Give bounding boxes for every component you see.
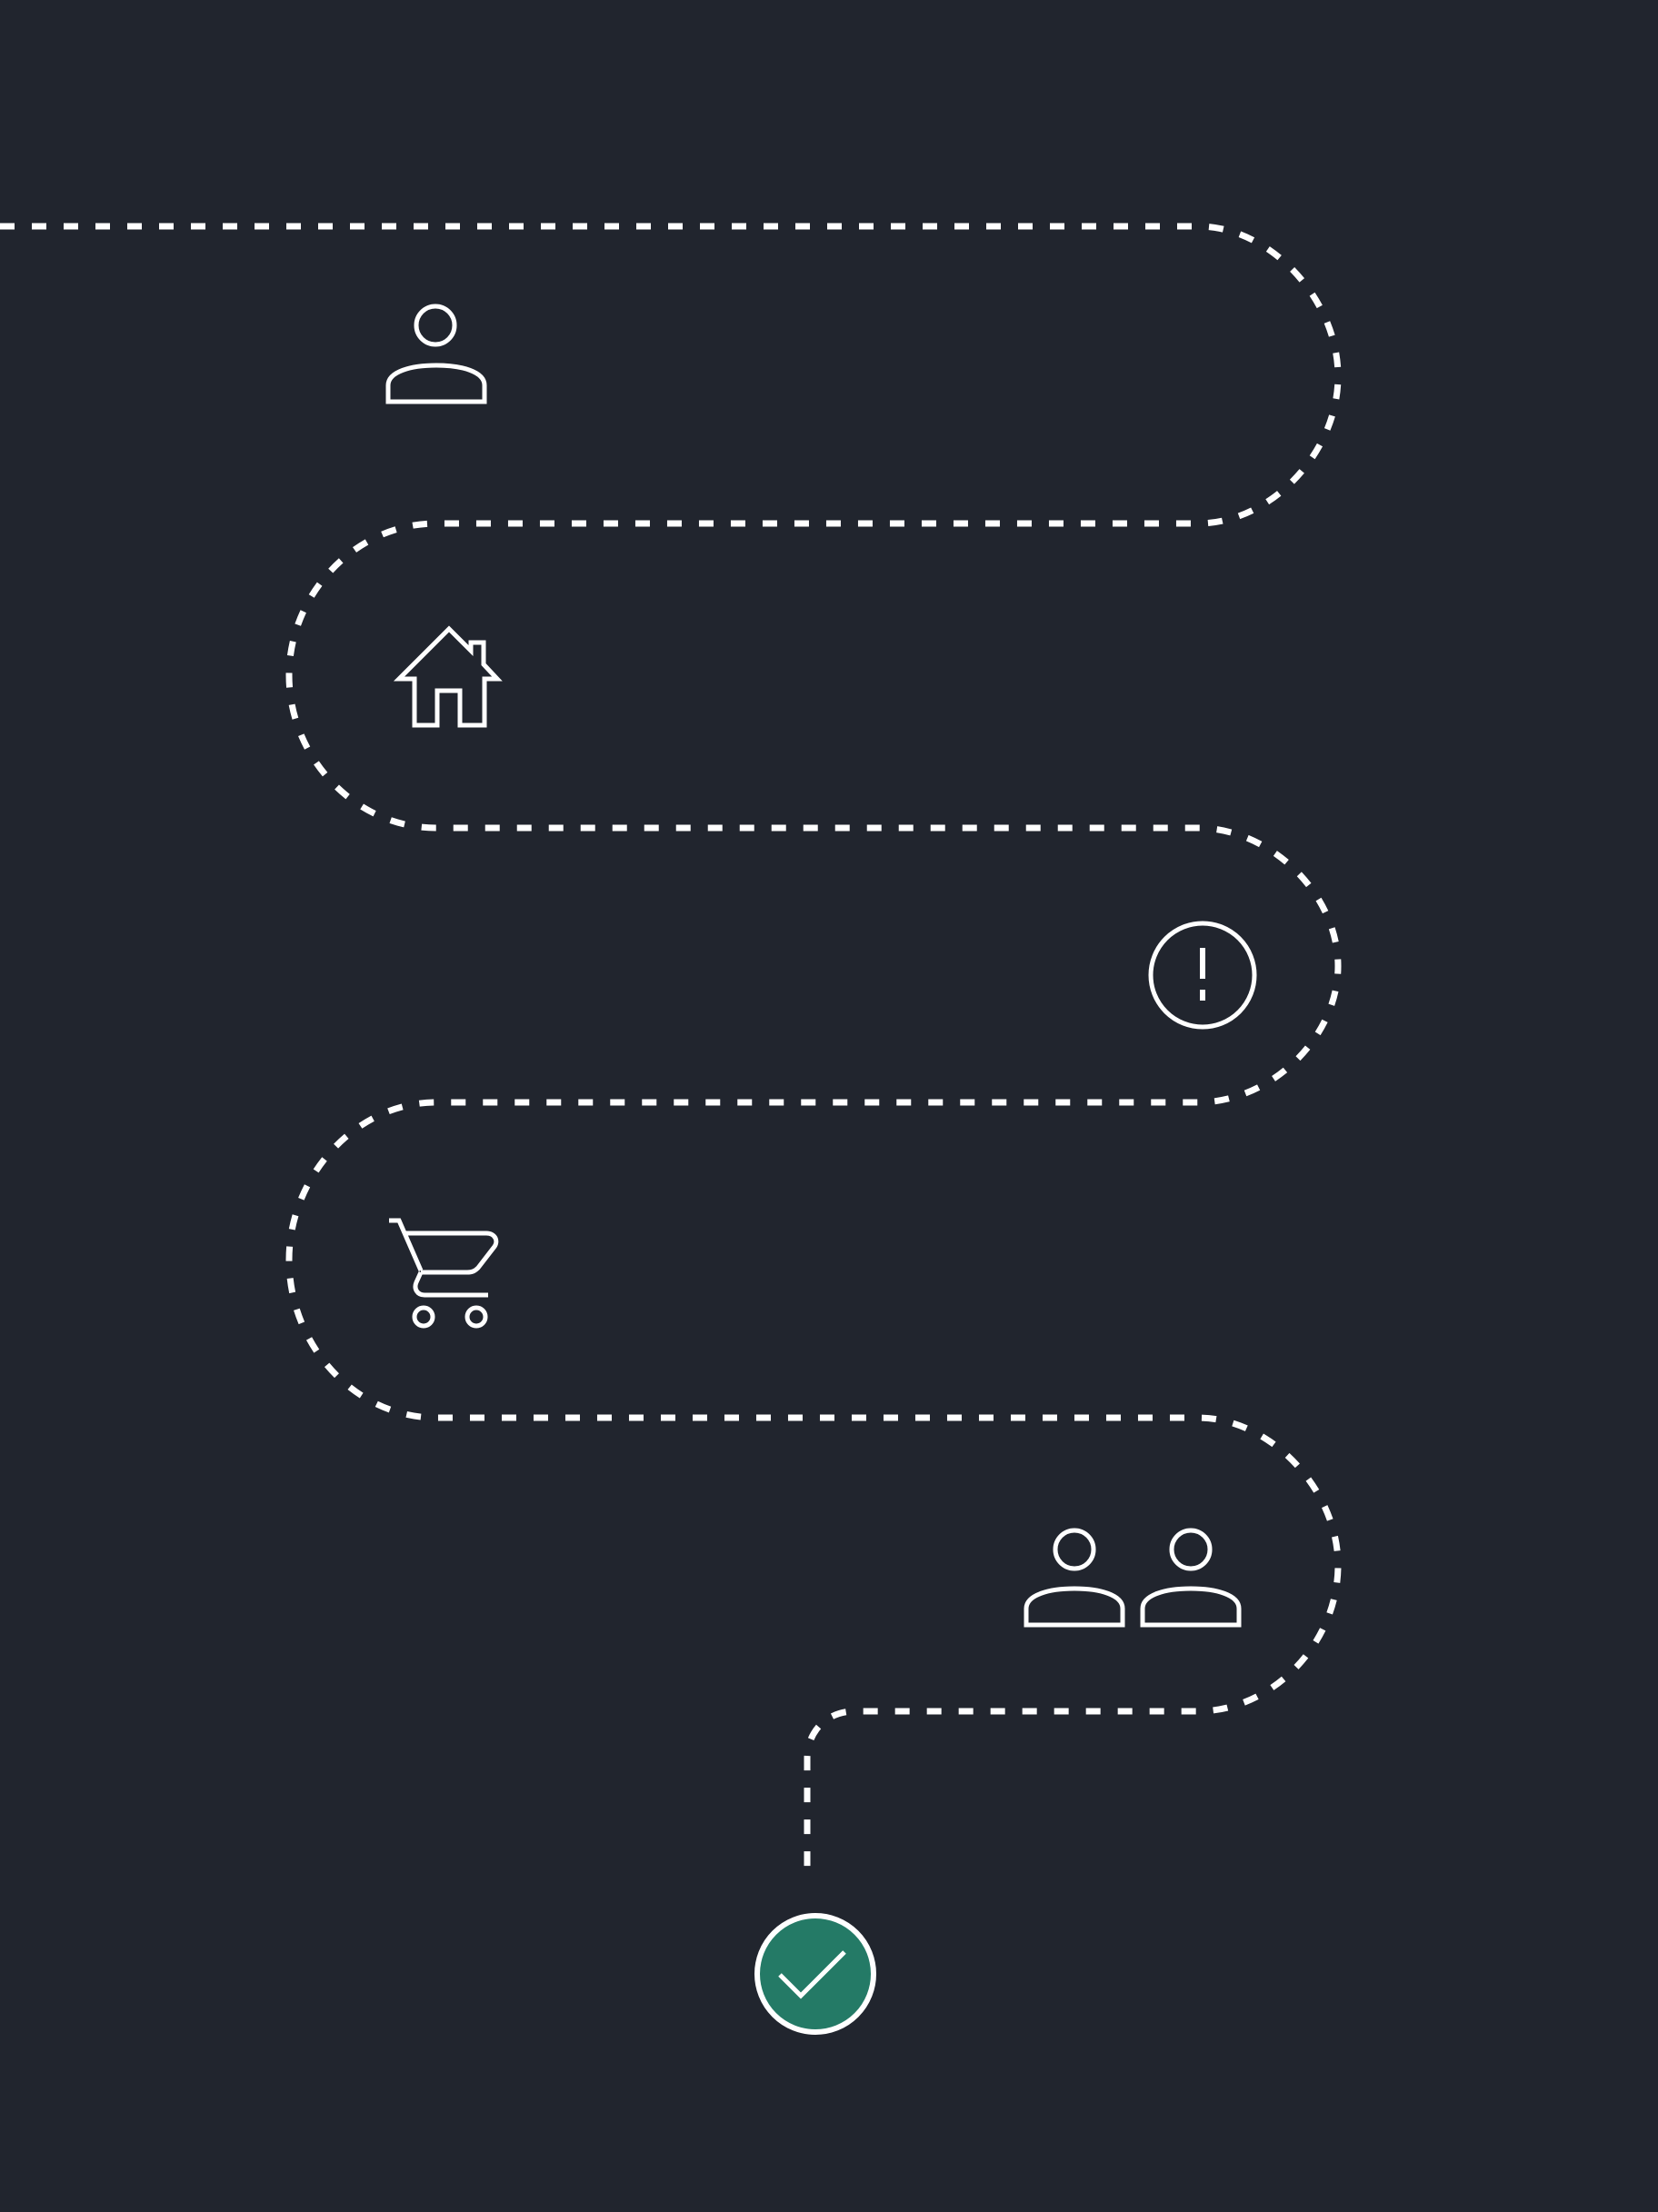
- journey-path: [0, 223, 1342, 1870]
- checkmark-circle-icon: [754, 1913, 876, 2035]
- house-icon: [393, 625, 503, 728]
- two-people-icon: [1024, 1528, 1242, 1628]
- person-icon: [385, 304, 487, 404]
- shopping-cart-icon: [389, 1218, 499, 1329]
- alert-circle-icon: [1148, 921, 1257, 1030]
